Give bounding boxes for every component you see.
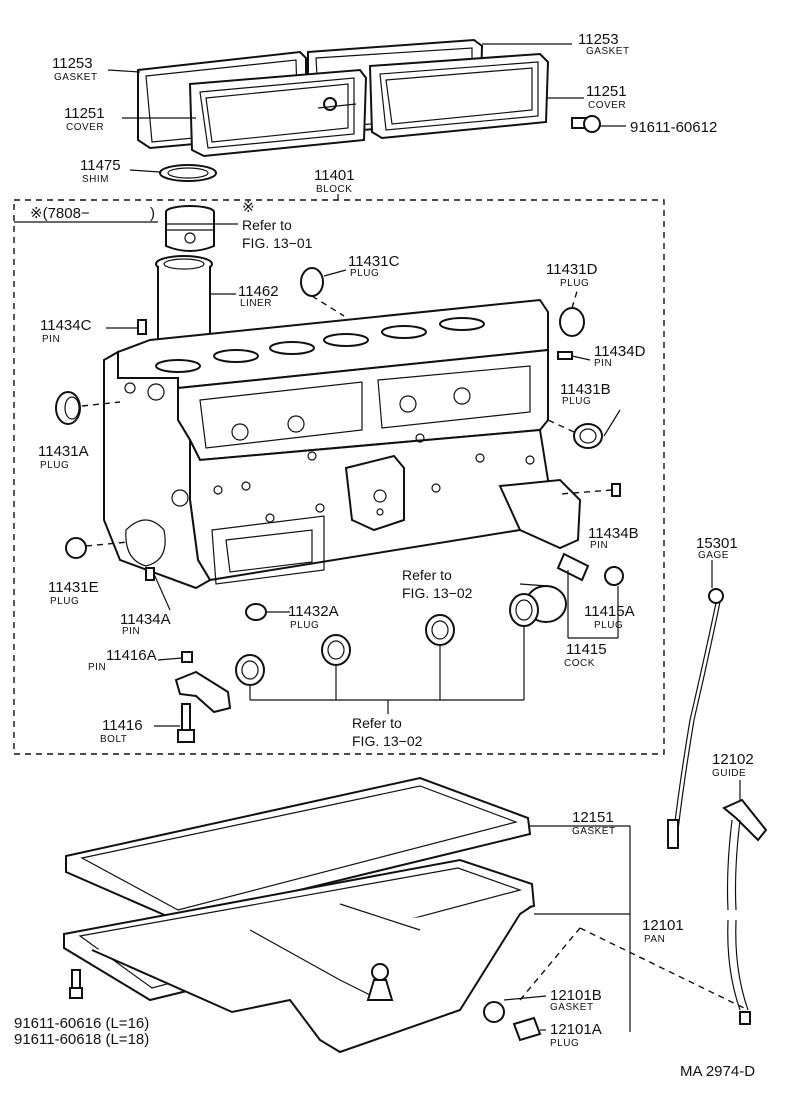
pin-d-num: 11434D	[594, 343, 646, 360]
cover-left-shape	[188, 68, 368, 158]
plug-c-name: PLUG	[350, 268, 379, 279]
gasket-pan-num: 12151	[572, 809, 614, 826]
ref-13-02-lower-line2: FIG. 13−02	[352, 733, 423, 749]
guide-num: 12102	[712, 751, 754, 768]
pin-a-num: 11434A	[120, 611, 171, 628]
pin-11416a-num: 11416A	[106, 647, 157, 664]
pin-b-num: 11434B	[588, 525, 639, 542]
cover-right-num: 11251	[586, 83, 627, 100]
cover-right-shape	[368, 52, 550, 140]
pan-bolt-2: 91611-60618 (L=18)	[14, 1031, 149, 1048]
plug-d-num: 11431D	[546, 261, 598, 278]
cock-num: 11415	[566, 641, 607, 658]
block-name: BLOCK	[316, 184, 352, 195]
pin-a-name: PIN	[122, 626, 140, 637]
cover-left-name: COVER	[66, 122, 104, 133]
bolt-11416-name: BOLT	[100, 734, 127, 745]
gasket-top-left-num: 11253	[52, 55, 93, 72]
gasket-12101b-name: GASKET	[550, 1002, 594, 1013]
bolt-11416-num: 11416	[102, 717, 143, 734]
block-small-parts	[55, 267, 624, 743]
plug-e-num: 11431E	[48, 579, 99, 596]
pan-bolt-shape	[71, 969, 81, 989]
ref-13-02-lower-line1: Refer to	[352, 715, 402, 731]
plug-b-num: 11431B	[560, 381, 611, 398]
plug-11415a-num: 11415A	[584, 603, 635, 620]
plug-11415a-name: PLUG	[594, 620, 623, 631]
ref-13-01-line2: FIG. 13−01	[242, 235, 313, 251]
side-covers-group	[137, 38, 601, 182]
plug-a-num: 11431A	[38, 443, 89, 460]
serial-close: )	[150, 205, 155, 222]
gasket-pan-name: GASKET	[572, 826, 616, 837]
bearing-cap-shape	[174, 670, 232, 714]
plug-e-name: PLUG	[50, 596, 79, 607]
asterisk-mark: ※	[242, 199, 255, 216]
engine-block-shape	[103, 298, 582, 590]
pin-b-name: PIN	[590, 540, 608, 551]
cover-right-name: COVER	[588, 100, 626, 111]
pan-name: PAN	[644, 934, 665, 945]
ref-13-02-upper-line1: Refer to	[402, 567, 452, 583]
drain-plug-shape	[512, 1016, 542, 1042]
shim-num: 11475	[80, 157, 121, 174]
bearing-shapes	[235, 593, 539, 686]
dipstick-shape	[667, 560, 724, 849]
gage-num: 15301	[696, 535, 738, 552]
catalog-code: MA 2974-D	[680, 1063, 755, 1080]
block-group-boundary	[13, 199, 665, 755]
gasket-top-left-name: GASKET	[54, 72, 98, 83]
guide-name: GUIDE	[712, 768, 746, 779]
pin-c-num: 11434C	[40, 317, 92, 334]
plug-11432a-num: 11432A	[288, 603, 339, 620]
pan-num: 12101	[642, 917, 684, 934]
drain-gasket-shape	[483, 1001, 505, 1023]
plug-a-name: PLUG	[40, 460, 69, 471]
oil-pan-gasket-shape	[65, 776, 532, 922]
plug-b-name: PLUG	[562, 396, 591, 407]
cap-bolt-shape	[181, 703, 191, 731]
pin-d-name: PIN	[594, 358, 612, 369]
plug-11432a-name: PLUG	[290, 620, 319, 631]
cock-name: COCK	[564, 658, 595, 669]
shim-name: SHIM	[82, 174, 109, 185]
gasket-top-right-name: GASKET	[586, 46, 630, 57]
block-num: 11401	[314, 167, 355, 184]
cover-left-num: 11251	[64, 105, 105, 122]
plug-12101a-num: 12101A	[550, 1021, 602, 1038]
liner-num: 11462	[238, 283, 279, 300]
plug-c-num: 11431C	[348, 253, 400, 270]
liner-name: LINER	[240, 298, 272, 309]
ref-13-01-line1: Refer to	[242, 217, 292, 233]
oil-pan-shape	[63, 858, 542, 1054]
gasket-12101b-num: 12101B	[550, 987, 602, 1004]
pin-c-name: PIN	[42, 334, 60, 345]
liner-shape	[155, 255, 213, 356]
dipstick-guide-shape	[722, 780, 768, 1025]
gasket-top-right-num: 11253	[578, 31, 619, 48]
plug-12101a-name: PLUG	[550, 1038, 579, 1049]
serial-note: ※(7808−	[30, 205, 90, 222]
block-leaders	[14, 221, 621, 727]
gage-name: GAGE	[698, 550, 729, 561]
plug-d-name: PLUG	[560, 278, 589, 289]
piston-shape	[165, 205, 215, 252]
pin-11416a-name: PIN	[88, 662, 106, 673]
top-leaders	[107, 43, 626, 200]
bolt-cover-num: 91611-60612	[630, 119, 717, 136]
callout-labels: 11253 GASKET 11253 GASKET 11251 COVER 11…	[14, 31, 755, 1080]
ref-13-02-upper-line2: FIG. 13−02	[402, 585, 473, 601]
pan-leaders	[503, 825, 745, 1032]
pan-bolt-1: 91611-60616 (L=16)	[14, 1015, 149, 1032]
